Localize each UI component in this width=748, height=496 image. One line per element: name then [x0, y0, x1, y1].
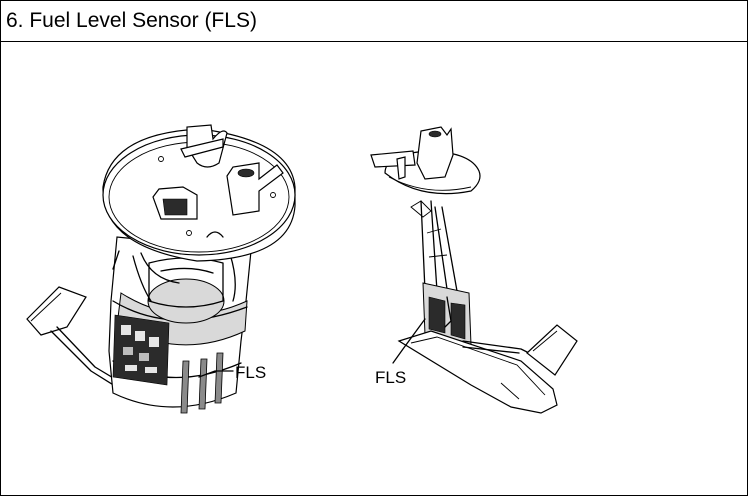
- left-fuel-pump-assembly: [26, 124, 296, 414]
- left-pump-internals: [132, 250, 236, 324]
- left-fls-sensor: [112, 314, 170, 386]
- fuel-pump-illustration: [26, 124, 578, 414]
- header-bar: 6. Fuel Level Sensor (FLS): [1, 1, 747, 42]
- left-top-flange: [102, 124, 296, 262]
- left-fls-label: FLS: [235, 363, 267, 382]
- page-title: 6. Fuel Level Sensor (FLS): [6, 9, 257, 32]
- diagram-area: FLS FLS: [1, 42, 747, 495]
- right-fls-label: FLS: [375, 368, 407, 387]
- right-fls-leader-line: [392, 318, 426, 364]
- right-top-flange: [370, 126, 481, 218]
- right-fuel-pump-assembly: [370, 126, 578, 414]
- left-fls-leader-line: [198, 370, 234, 378]
- right-fls-sensor: [422, 282, 472, 346]
